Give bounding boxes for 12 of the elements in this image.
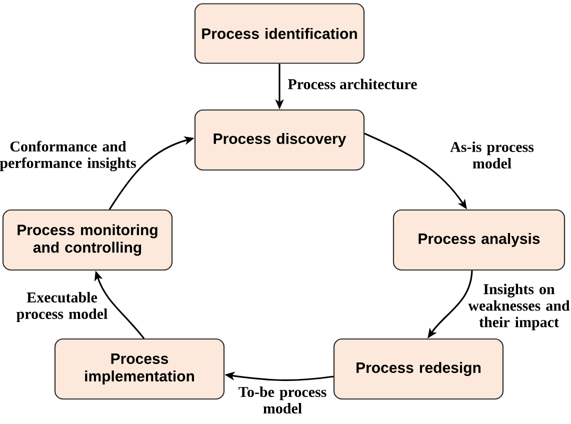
edge-label: Conformance and performance insights — [0, 140, 136, 172]
process-box: Process analysis — [392, 209, 566, 271]
edge-label: Insights on weaknesses and their impact — [468, 284, 570, 330]
edge-label: As-is process model — [450, 141, 534, 169]
process-box: Process monitoring and controlling — [2, 209, 173, 271]
process-box: Process discovery — [194, 109, 365, 171]
process-box: Process identification — [194, 3, 365, 64]
process-box: Process implementation — [54, 338, 225, 400]
edge-label: To-be process model — [238, 386, 326, 414]
edge-label: Executable process model — [16, 292, 108, 322]
edge-label: Process architecture — [288, 78, 417, 90]
process-box: Process redesign — [333, 338, 504, 400]
